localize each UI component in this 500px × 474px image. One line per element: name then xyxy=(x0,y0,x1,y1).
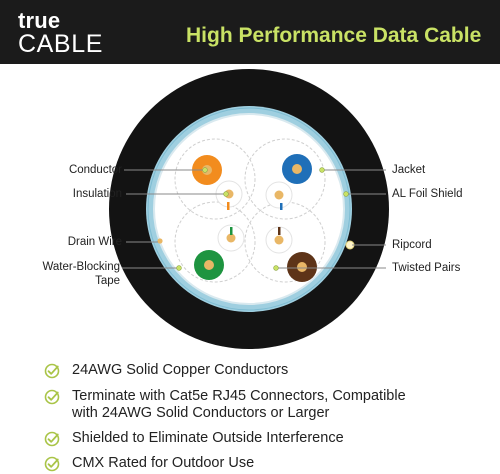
header-banner: true CABLE High Performance Data Cable xyxy=(0,0,500,64)
label-ripcord: Ripcord xyxy=(392,239,432,251)
check-icon xyxy=(44,456,60,472)
feature-line: with 24AWG Solid Conductors or Larger xyxy=(72,405,330,421)
feature-list: 24AWG Solid Copper Conductors Terminate … xyxy=(0,354,500,474)
cable-diagram-svg xyxy=(109,69,389,349)
cable-cross-section-diagram: Conductor Insulation Drain Wire Water-Bl… xyxy=(0,64,500,354)
feature-line: 24AWG Solid Copper Conductors xyxy=(72,362,289,378)
label-conductor: Conductor xyxy=(68,164,122,176)
label-al-foil-shield: AL Foil Shield xyxy=(392,188,463,200)
label-water-blocking: Water-Blocking xyxy=(42,261,120,273)
page-title: High Performance Data Cable xyxy=(186,24,482,47)
logo-true-text: true xyxy=(18,8,61,33)
feature-line: CMX Rated for Outdoor Use xyxy=(72,455,255,471)
label-insulation: Insulation xyxy=(72,188,122,200)
check-icon xyxy=(44,431,60,447)
check-icon xyxy=(44,389,60,405)
feature-line: Terminate with Cat5e RJ45 Connectors, Co… xyxy=(72,388,406,404)
twisted-pair-blue xyxy=(265,154,312,210)
feature-text: CMX Rated for Outdoor Use xyxy=(72,455,500,472)
label-jacket: Jacket xyxy=(392,164,426,176)
feature-text: Terminate with Cat5e RJ45 Connectors, Co… xyxy=(72,388,500,422)
twisted-pair-green xyxy=(194,224,245,280)
label-drain-wire: Drain Wire xyxy=(67,236,122,248)
logo-cable-text: CABLE xyxy=(18,30,103,58)
feature-text: 24AWG Solid Copper Conductors xyxy=(72,362,500,379)
feature-text: Shielded to Eliminate Outside Interferen… xyxy=(72,430,500,447)
twisted-pair-brown xyxy=(265,226,317,282)
check-icon xyxy=(44,363,60,379)
label-water-blocking-tape: Tape xyxy=(95,275,120,287)
feature-line: Shielded to Eliminate Outside Interferen… xyxy=(72,430,344,446)
drain-wire xyxy=(157,238,163,244)
label-twisted-pairs: Twisted Pairs xyxy=(392,262,461,274)
